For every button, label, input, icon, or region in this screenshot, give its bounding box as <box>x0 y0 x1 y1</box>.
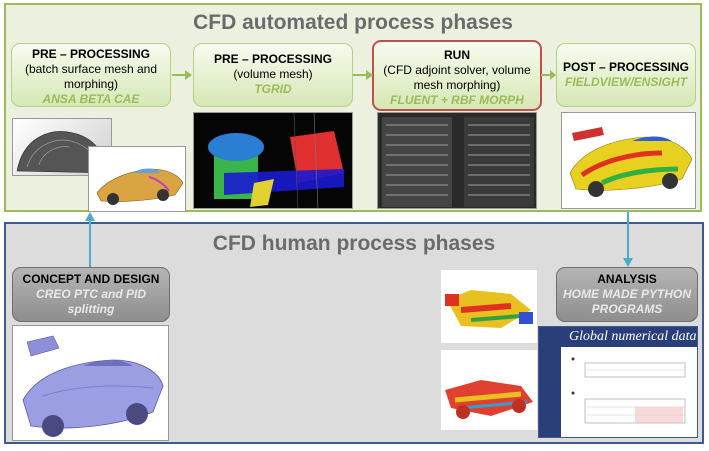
phase-box-volume-mesh: PRE – PROCESSING (volume mesh) TGRID <box>193 43 353 107</box>
phase-description: (CFD adjoint solver, volume mesh morphin… <box>383 63 531 92</box>
phase-box-post-processing: POST – PROCESSING FIELDVIEW/ENSIGHT <box>556 43 696 107</box>
concept-design-title: CONCEPT AND DESIGN <box>22 272 160 286</box>
morphing-car-image <box>88 146 186 212</box>
report-sidebar <box>539 327 561 437</box>
phase-description: (volume mesh) <box>233 67 313 81</box>
arrow-up-icon <box>85 212 95 268</box>
analysis-box: ANALYSIS HOME MADE PYTHON PROGRAMS <box>556 267 698 322</box>
volume-mesh-image <box>193 112 353 209</box>
phase-tool: TGRID <box>254 82 292 96</box>
phase-tool: ANSA BETA CAE <box>42 92 140 106</box>
report-header: Global numerical data <box>561 327 697 347</box>
phase-title: PRE – PROCESSING <box>31 47 151 61</box>
concept-design-box: CONCEPT AND DESIGN CREO PTC and PID spli… <box>12 267 170 322</box>
phase-tool: FIELDVIEW/ENSIGHT <box>564 75 687 89</box>
phase-box-run: RUN (CFD adjoint solver, volume mesh mor… <box>372 40 542 111</box>
phase-description: (batch surface mesh and morphing) <box>24 62 158 91</box>
automated-phases-title: CFD automated process phases <box>193 11 513 34</box>
numerical-data-report-image: Global numerical data <box>538 326 698 438</box>
formula-car-top-image <box>441 270 537 343</box>
arrow-down-icon <box>623 212 633 267</box>
phase-title: RUN <box>444 48 470 62</box>
report-title: Global numerical data <box>569 329 697 344</box>
cad-car-image <box>12 325 169 441</box>
arrow-right-icon <box>172 70 192 80</box>
phase-tool: FLUENT + RBF MORPH <box>390 93 524 107</box>
post-processing-car-image <box>561 112 696 209</box>
phase-title: PRE – PROCESSING <box>213 52 333 66</box>
arrow-right-icon <box>353 70 373 80</box>
formula-car-side-image <box>441 350 537 430</box>
phase-title: POST – PROCESSING <box>562 60 690 74</box>
server-cluster-image <box>377 112 537 209</box>
concept-design-tool: CREO PTC and PID splitting <box>35 287 146 316</box>
analysis-tool: HOME MADE PYTHON PROGRAMS <box>562 287 691 316</box>
phase-box-surface-mesh: PRE – PROCESSING (batch surface mesh and… <box>11 43 171 107</box>
arrow-right-icon <box>541 70 556 80</box>
analysis-title: ANALYSIS <box>597 272 657 286</box>
human-phases-title: CFD human process phases <box>212 232 496 255</box>
report-tables <box>571 357 686 424</box>
